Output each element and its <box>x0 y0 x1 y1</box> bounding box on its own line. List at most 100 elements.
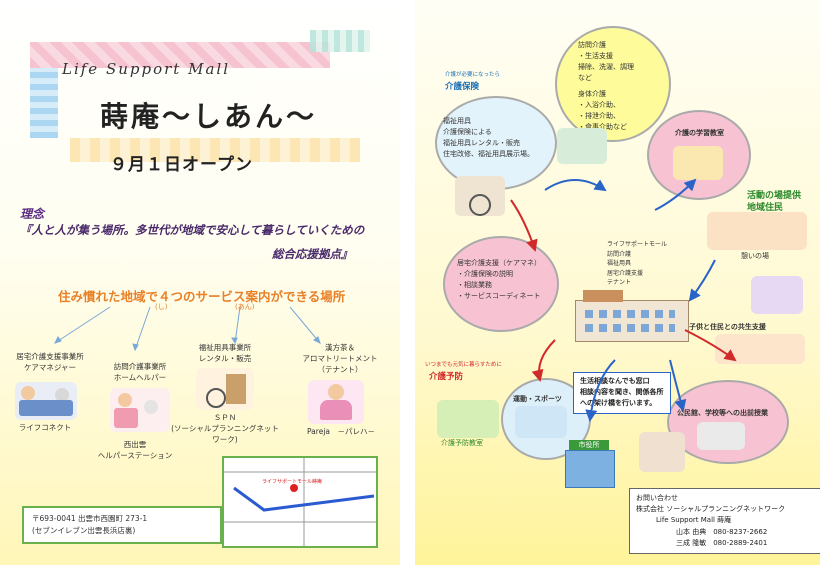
text-line: テナント <box>607 279 632 287</box>
text-line: 居宅介護支援（ケアマネ） <box>457 259 541 267</box>
ikoi-label: 憩いの場 <box>741 252 769 260</box>
care-insurance-sub: 介護が必要になったら <box>445 72 501 78</box>
service-line: 漢方茶＆ <box>325 343 355 352</box>
text-line: など <box>578 73 592 82</box>
service-arrows <box>54 306 321 352</box>
service-line: ケアマネジャー <box>23 362 77 372</box>
prevention-sub: いつまでも元気に暮らすために <box>425 362 502 368</box>
service-aroma-tenant: 漢方茶＆ アロマトリートメント （テナント） <box>300 343 380 376</box>
contact-heading: お問い合わせ <box>636 494 678 502</box>
decorative-tape-pink <box>30 42 330 68</box>
address-line-1: 〒693-0041 出雲市西園町 273-1 <box>32 514 148 523</box>
service-line: （テナント） <box>317 364 363 374</box>
contact-person-2: 三成 隆敏 080-2889-2401 <box>676 538 768 547</box>
service-line: ホームヘルパー <box>113 372 167 382</box>
philosophy-label: 理念 <box>20 207 45 221</box>
contact-person-1: 山本 由典 080-8237-2662 <box>676 527 768 536</box>
study-room-illustration <box>673 146 723 180</box>
service-caption-spn: ＳＰＮ (ソーシャルプランニングネットワーク) <box>171 413 279 444</box>
cycle-arrows <box>510 178 737 422</box>
text-line: 訪問介護 <box>578 41 606 49</box>
text-line: ・サービスコーディネート <box>457 291 541 300</box>
prevention-heading: 介護予防 <box>429 372 464 382</box>
service-caption-nishiizumo: 西出雲 ヘルパーステーション <box>97 440 173 460</box>
home-care-text: 訪問介護 ・生活支援 掃除、洗濯、調理 など 身体介護 ・入浴介助、 ・排泄介助… <box>578 40 634 133</box>
center-services: ライフサポートモール 訪問介護 福祉用具 居宅介護支援 テナント <box>607 240 667 288</box>
service-line: 福祉用具事業所 <box>198 343 252 352</box>
service-caption-pareja: Pareja －パレハ－ <box>307 427 375 436</box>
text-line: 福祉用具 <box>607 260 632 268</box>
map-roads <box>224 458 376 546</box>
bubble-welfare-equipment <box>435 96 557 190</box>
bubble-care-management <box>443 236 559 332</box>
decorative-tape-mint <box>310 30 370 52</box>
text-line: 相談内容を聞き、関係各所 <box>580 388 664 397</box>
mall-name: Life Support Mall <box>62 60 230 78</box>
contact-company: 株式会社 ソーシャルプランニングネットワーク <box>636 505 786 514</box>
text-line: 居宅介護支援 <box>607 269 644 277</box>
gathering-illustration <box>707 212 807 250</box>
outreach-heading: 公民館、学校等への出前授業 <box>677 409 768 417</box>
text-line: ・食事介助など <box>578 122 627 131</box>
city-hall-illustration: 市役所 <box>565 440 615 488</box>
elderly-couple-illustration <box>639 432 685 472</box>
welfare-equipment-text: 福祉用具 介護保険による 福祉用具レンタル・販売 住宅改修、福祉用具展示場。 <box>443 116 534 159</box>
kids-support-heading: 子供と住民との共生支援 <box>689 323 766 331</box>
prevention-class: 介護予防教室 <box>441 439 483 447</box>
care-manager-illustration <box>15 382 77 420</box>
aroma-illustration <box>308 380 364 424</box>
ruby-an: (あん) <box>235 303 255 311</box>
service-line: レンタル・販売 <box>198 353 252 363</box>
text-line: 住宅改修、福祉用具展示場。 <box>443 149 534 158</box>
text-line: ・介護保険の説明 <box>457 269 513 278</box>
consultation-box: 生活相談なんでも窓口 相談内容を聞き、関係各所 への架け橋を行います。 <box>573 372 671 414</box>
meal-support-illustration <box>557 128 607 164</box>
activity-heading: 活動の場提供 <box>747 191 802 201</box>
service-line: 居宅介護支援事業所 <box>16 352 84 361</box>
address-line-2: (セブンイレブン出雲長浜店裏) <box>32 526 136 535</box>
text-line: 介護保険による <box>443 127 492 136</box>
address-box: 〒693-0041 出雲市西園町 273-1 (セブンイレブン出雲長浜店裏) <box>22 506 222 544</box>
page-title: 蒔庵〜しあん〜 <box>100 100 318 133</box>
text-line: ・入浴介助、 <box>578 101 620 110</box>
service-home-helper: 訪問介護事業所 ホームヘルパー <box>105 362 175 384</box>
care-management-text: 居宅介護支援（ケアマネ） ・介護保険の説明 ・相談業務 ・サービスコーディネート <box>457 258 541 301</box>
text-line: 訪問介護 <box>607 250 632 258</box>
service-welfare-equipment: 福祉用具事業所 レンタル・販売 <box>190 343 260 365</box>
local-residents-heading: 地域住民 <box>747 203 784 213</box>
service-line: 訪問介護事業所 <box>113 362 167 371</box>
mall-building-illustration <box>575 290 689 342</box>
ruby-shi: (し) <box>155 303 168 311</box>
decorative-tape-blue <box>30 68 58 138</box>
service-caption-lifeconnect: ライフコネクト <box>18 423 72 432</box>
children-illustration <box>751 276 803 314</box>
bubble-home-care <box>555 26 671 142</box>
flyer-back-page: 介護が必要になったら 介護保険 訪問介護 ・生活支援 掃除、洗濯、調理 など 身… <box>415 0 820 565</box>
text-line: ・生活支援 <box>578 51 613 60</box>
prevention-logo <box>437 400 499 438</box>
text-line: ・排泄介助、 <box>578 112 620 121</box>
access-map: ライフサポートモール蒔庵 <box>222 456 378 548</box>
text-line: 生活相談なんでも窓口 <box>580 377 650 385</box>
city-hall-sign: 市役所 <box>569 440 609 450</box>
service-care-manager: 居宅介護支援事業所 ケアマネジャー <box>10 352 90 374</box>
opening-date: ９月１日オープン <box>110 155 253 175</box>
mission-line-1: 『人と人が集う場所。多世代が地域で安心して暮らしていくための <box>20 223 365 237</box>
contact-mall: Life Support Mall 蒔庵 <box>656 516 732 525</box>
text-line: 福祉用具 <box>443 117 471 125</box>
care-study-heading: 介護の学習教室 <box>675 129 724 137</box>
care-insurance-heading: 介護保険 <box>445 82 480 92</box>
slogan: 住み慣れた地域で４つのサービス案内ができる場所 <box>58 289 346 304</box>
service-line: アロマトリートメント <box>302 353 378 363</box>
decorative-tape-yellow <box>70 138 360 162</box>
welfare-equipment-illustration <box>196 368 254 410</box>
exercise-illustration <box>515 406 567 438</box>
public-hall-illustration <box>697 422 745 450</box>
contact-box: お問い合わせ 株式会社 ソーシャルプランニングネットワーク Life Suppo… <box>629 488 820 554</box>
map-label: ライフサポートモール蒔庵 <box>262 479 323 485</box>
mission-line-2: 総合応援拠点』 <box>272 247 353 261</box>
text-line: 身体介護 <box>578 90 606 99</box>
flyer-front-page: Life Support Mall 蒔庵〜しあん〜 ９月１日オープン 理念 『人… <box>0 0 400 565</box>
wheelchair-illustration <box>455 176 505 216</box>
text-line: ライフサポートモール <box>607 241 668 248</box>
